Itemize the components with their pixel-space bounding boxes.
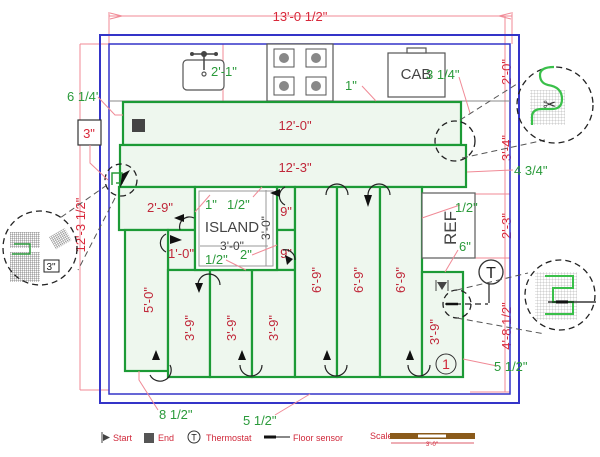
zone-12 [335,185,382,379]
stove-icon [266,43,334,102]
detail-sensor [456,259,596,335]
zone-label-8: 3'-9" [182,315,197,341]
offset-sink: 2'-1" [211,64,237,79]
legend: Start End T Thermostat Floor sensor Scal… [101,430,475,448]
start-legend-icon [103,434,110,441]
cabinet [387,52,446,98]
zone-label-1: 12'-0" [278,118,312,133]
leader-lines [97,76,514,416]
zone-8 [166,268,212,379]
overall-height-label: 12'-3 1/2" [73,197,88,252]
cabinet-label: CAB [401,66,432,83]
island-height: 3'-0" [259,216,273,240]
zone-7 [123,228,170,373]
direction-arrows [149,183,431,382]
offset-island-top: 1/2" [227,197,250,212]
start-marker-icon [437,282,447,290]
circuit-number-badge [435,353,457,375]
outer-wall [99,34,520,404]
thermostat-legend-icon [187,430,201,444]
zone-3 [117,185,197,232]
zone-label-3: 2'-9" [147,200,173,215]
heating-zones [117,100,468,379]
zone-label-7: 5'-0" [141,287,156,313]
offset-ref-gap: 1/2" [455,200,478,215]
legend-start: Start [113,433,133,443]
island [193,185,279,272]
zone-label-2: 12'-3" [278,160,312,175]
right-dim-3: 2'-3" [499,213,514,239]
offset-right-gap: 4 3/4" [514,163,548,178]
zone-label-10: 3'-9" [266,315,281,341]
offset-island-bottom: 1/2" [205,252,228,267]
detail-cut-mat: ✂ [434,65,594,162]
zone-label-5: 9" [280,204,292,219]
offset-right-bottom: 5 1/2" [494,359,528,374]
scale-value: 3'-0" [426,442,438,448]
right-dim-1: 2'-0" [499,59,514,85]
refrigerator-label: REF [441,211,460,245]
refrigerator [421,192,476,259]
zone-label-12: 6'-9" [351,267,366,293]
offset-island-right: 2" [240,247,252,262]
sink-icon [182,51,225,91]
svg-text:T: T [191,433,197,443]
offset-ref-bottom: 6" [459,239,471,254]
offset-cab-gap: 3 1/4" [426,67,460,82]
legend-thermostat: Thermostat [206,433,252,443]
legend-scale: Scale [370,431,393,441]
thermostat-icon [478,259,504,285]
wall-box-label: 3" [83,126,95,141]
island-label: ISLAND [205,219,259,236]
island-width: 3'-0" [220,239,244,253]
detail-corner: 3" [2,163,138,286]
zone-11 [293,185,339,379]
legend-end: End [158,433,174,443]
scissors-icon: ✂ [543,97,556,114]
right-dim-2: 3'-4" [499,135,514,161]
zone-label-14: 3'-9" [427,319,442,345]
thermostat-symbol: T [486,265,496,282]
end-marker-icon [132,119,145,132]
circuit-number: 1 [442,356,450,372]
zone-label-4: 1'-0" [168,246,194,261]
zone-label-13: 6'-9" [393,267,408,293]
offset-left-top: 6 1/4' [67,89,98,104]
offset-left-bottom: 8 1/2" [159,407,193,422]
offset-bottom-mid: 5 1/2" [243,413,277,428]
legend-floor-sensor: Floor sensor [293,433,343,443]
offset-counter-gap: 1" [345,78,357,93]
overall-width-label: 13'-0 1/2" [273,9,328,24]
zone-label-11: 6'-9" [309,267,324,293]
end-legend-icon [144,433,154,443]
dimension-lines [79,12,513,393]
detail-gap-label: 3" [46,262,56,273]
zone-label-9: 3'-9" [224,315,239,341]
offset-island-tl: 1" [205,197,217,212]
